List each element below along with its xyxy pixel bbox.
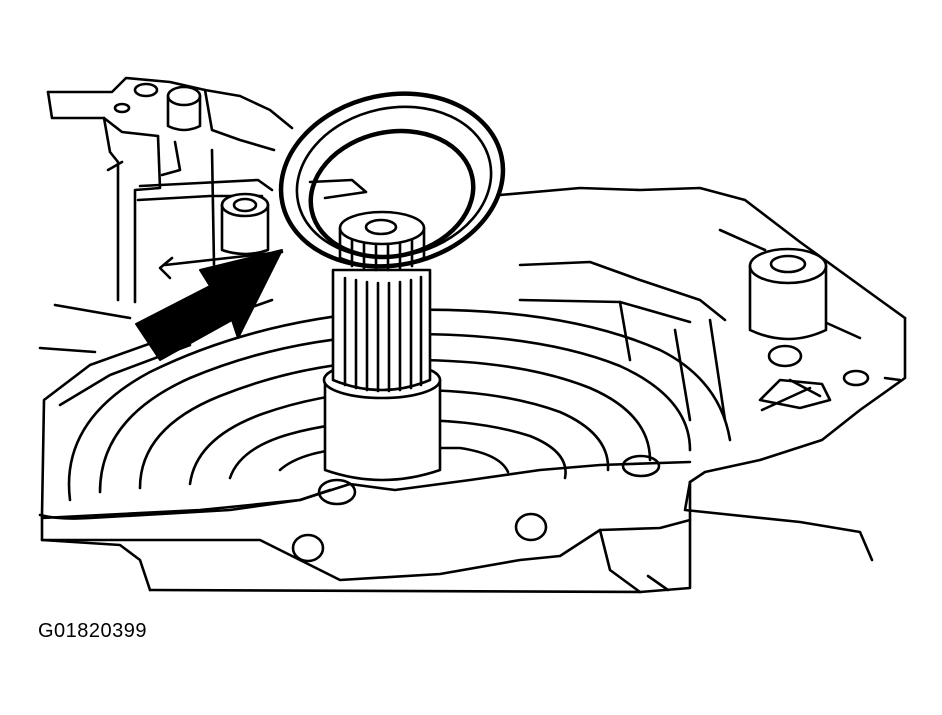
right-boss (748, 247, 828, 341)
pointer-arrow-icon (135, 249, 283, 361)
thrust-washer-seal (278, 91, 506, 269)
case-body (38, 186, 907, 594)
gasket-flange (40, 344, 870, 582)
upper-housing (38, 76, 294, 354)
figure-id-label: G01820399 (38, 620, 148, 642)
shaft-splines (343, 275, 423, 393)
